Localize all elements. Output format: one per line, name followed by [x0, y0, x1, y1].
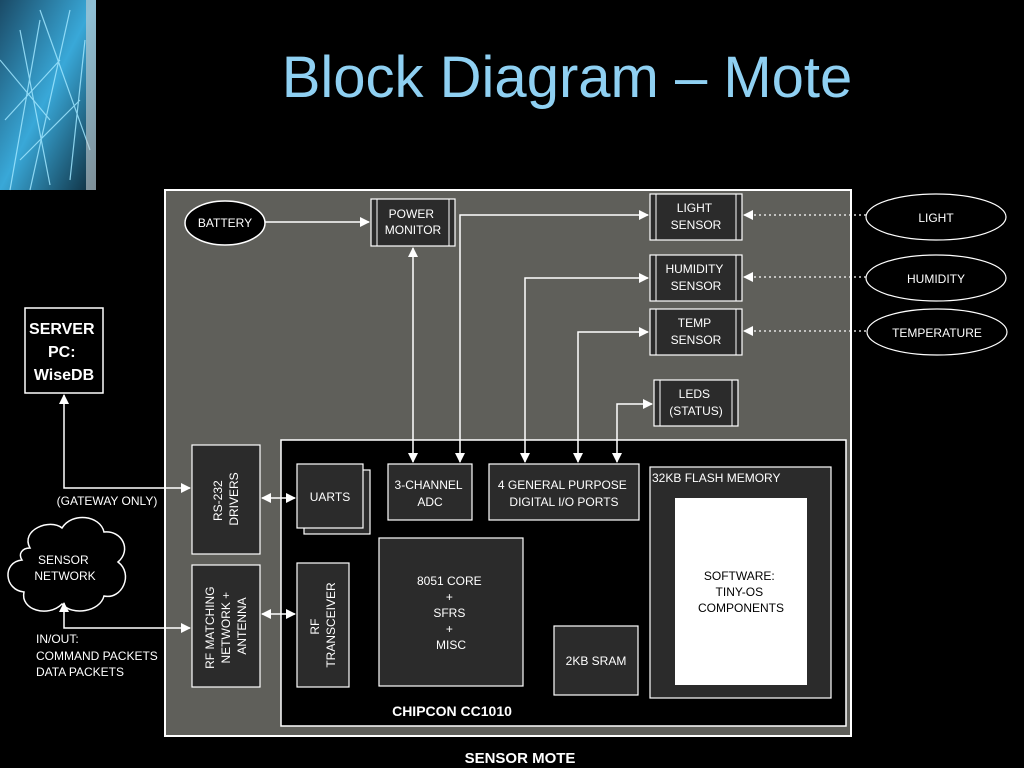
- core-label: +: [446, 622, 453, 636]
- adc-block: [387, 463, 473, 521]
- gpio-block: [488, 463, 640, 521]
- adc-label: ADC: [417, 495, 443, 509]
- leds-label: (STATUS): [669, 404, 723, 418]
- software-block: [675, 498, 807, 685]
- temperature-stimulus: [866, 308, 1008, 356]
- svg-text:3-CHANNEL ADC: 3-CHANNEL ADC: [395, 478, 466, 509]
- power-monitor-label: MONITOR: [385, 223, 442, 237]
- core-label: 8051 CORE: [417, 574, 482, 588]
- power-monitor-block: [370, 198, 456, 247]
- light-stimulus-label: LIGHT: [918, 211, 954, 225]
- svg-text:SOFTWARE: TINY-OS COMP: SOFTWARE: TINY-OS COMPONENTS: [698, 569, 784, 615]
- software-label: COMPONENTS: [698, 601, 784, 615]
- gpio-label: DIGITAL I/O PORTS: [509, 495, 618, 509]
- battery-node: [184, 200, 266, 246]
- gateway-label: (GATEWAY ONLY): [57, 494, 158, 508]
- sram-label: 2KB SRAM: [566, 654, 627, 668]
- rf-matching-label: RF MATCHING: [203, 586, 217, 668]
- svg-text:SENSOR NETWORK: SENSOR NETWORK: [34, 553, 95, 583]
- chipcon-label: CHIPCON CC1010: [392, 703, 512, 719]
- humidity-sensor-label: SENSOR: [671, 279, 722, 293]
- leds-block: LEDS (STATUS): [653, 379, 739, 427]
- rs232-label: DRIVERS: [227, 472, 241, 525]
- adc-label: 3-CHANNEL: [395, 478, 463, 492]
- rf-transceiver-block: [296, 562, 350, 688]
- svg-text:HUMIDITY SENSOR: HUMIDITY SENSOR: [665, 262, 726, 293]
- core-label: SFRS: [433, 606, 465, 620]
- svg-text:RF MATCHING NETWORK +: RF MATCHING NETWORK + ANTENNA: [203, 583, 249, 669]
- server-label: SERVER: [29, 321, 95, 338]
- uarts-label: UARTS: [310, 490, 350, 504]
- svg-text:LEDS (STATUS): LEDS (STATUS): [669, 387, 723, 418]
- sensor-network-label: SENSOR: [38, 553, 89, 567]
- connections: [59, 210, 653, 633]
- inout-label: DATA PACKETS: [36, 665, 124, 679]
- rf-transceiver-label: TRANSCEIVER: [324, 582, 338, 668]
- server-rs232-arrow: [59, 394, 191, 493]
- gpio-humidity-arrow: [520, 273, 649, 463]
- humidity-sensor-block: HUMIDITY SENSOR: [649, 254, 743, 302]
- battery-label: BATTERY: [198, 216, 252, 230]
- svg-text:4 GENERAL PURPOSE DIGITAL: 4 GENERAL PURPOSE DIGITAL I/O PORTS: [498, 478, 630, 509]
- frost-foliage-photo-icon: [0, 0, 96, 191]
- temp-sensor-block: TEMP SENSOR: [649, 308, 743, 356]
- slide-title: Block Diagram – Mote: [282, 45, 853, 110]
- sensor-network-cloud: [7, 516, 127, 612]
- sensor-mote-label: SENSOR MOTE: [465, 750, 576, 767]
- network-rf-arrow: [59, 602, 191, 633]
- light-sensor-label: SENSOR: [671, 218, 722, 232]
- gpio-temp-arrow: [573, 327, 649, 463]
- inout-label: IN/OUT:: [36, 632, 79, 646]
- core-label: +: [446, 590, 453, 604]
- inout-label: COMMAND PACKETS: [36, 649, 158, 663]
- svg-text:RF TRANSCEIVER: RF TRANSCEIVER: [308, 582, 338, 668]
- temperature-stimulus-label: TEMPERATURE: [892, 326, 982, 340]
- rf-matching-block: [191, 564, 261, 688]
- leds-label: LEDS: [679, 387, 710, 401]
- humidity-sensor-label: HUMIDITY: [665, 262, 723, 276]
- software-label: TINY-OS: [716, 585, 764, 599]
- sensor-network-label: NETWORK: [34, 569, 95, 583]
- software-label: SOFTWARE:: [704, 569, 775, 583]
- svg-text:POWER MONITOR: POWER MONITOR: [385, 207, 442, 237]
- flash-memory-label: 32KB FLASH MEMORY: [652, 471, 780, 485]
- rf-transceiver-label: RF: [308, 619, 322, 635]
- humidity-stimulus-label: HUMIDITY: [907, 272, 965, 286]
- adc-light-arrow: [455, 210, 649, 463]
- rf-matching-label: ANTENNA: [235, 597, 249, 654]
- temp-sensor-label: SENSOR: [671, 333, 722, 347]
- server-label: WiseDB: [34, 367, 94, 384]
- svg-text:IN/OUT: COMMAND PACKETS: IN/OUT: COMMAND PACKETS DATA PACKETS: [36, 632, 161, 679]
- temp-sensor-label: TEMP: [678, 316, 711, 330]
- svg-text:LIGHT SENSOR: LIGHT SENSOR: [671, 201, 722, 232]
- uarts-block: UARTS: [296, 463, 371, 535]
- server-label: PC:: [48, 344, 76, 361]
- light-sensor-block: LIGHT SENSOR: [649, 193, 743, 241]
- sram-block: [553, 625, 639, 696]
- rs232-label: RS-232: [211, 480, 225, 521]
- light-stimulus: [865, 193, 1007, 241]
- server-block: [24, 307, 104, 394]
- gpio-label: 4 GENERAL PURPOSE: [498, 478, 627, 492]
- core-block: [378, 537, 524, 687]
- svg-text:TEMP SENSOR: TEMP SENSOR: [671, 316, 722, 347]
- light-sensor-label: LIGHT: [677, 201, 713, 215]
- svg-text:RS-232 DRIVERS: RS-232 DRIVERS: [211, 472, 241, 525]
- power-monitor-label: POWER: [389, 207, 435, 221]
- rf-matching-label: NETWORK +: [219, 592, 233, 664]
- gpio-leds-arrow: [612, 399, 653, 463]
- core-label: MISC: [436, 638, 466, 652]
- rs232-drivers-block: [191, 444, 261, 555]
- svg-text:8051 CORE + SFRS +: 8051 CORE + SFRS + MISC: [417, 574, 485, 652]
- svg-text:SERVER PC: WiseDB: SERVER PC: WiseDB: [29, 321, 99, 384]
- humidity-stimulus: [865, 254, 1007, 302]
